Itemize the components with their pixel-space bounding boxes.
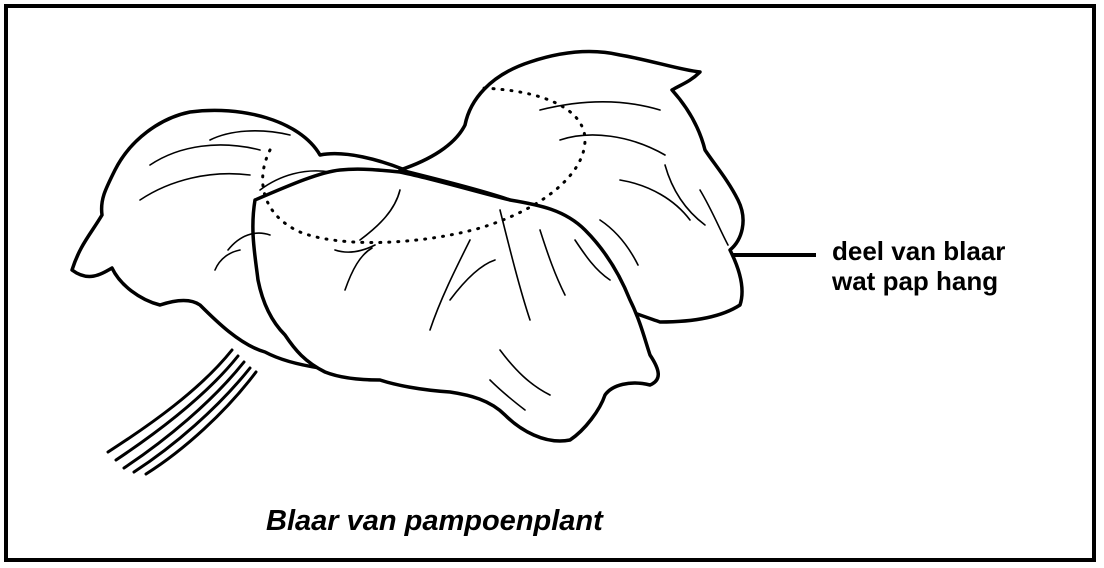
- label-line-1: deel van blaar: [832, 236, 1005, 266]
- label-line-2: wat pap hang: [832, 266, 1005, 296]
- diagram-caption: Blaar van pampoenplant: [266, 505, 603, 538]
- leaf-stem: [108, 350, 256, 474]
- leaf-part-label: deel van blaar wat pap hang: [832, 236, 1005, 296]
